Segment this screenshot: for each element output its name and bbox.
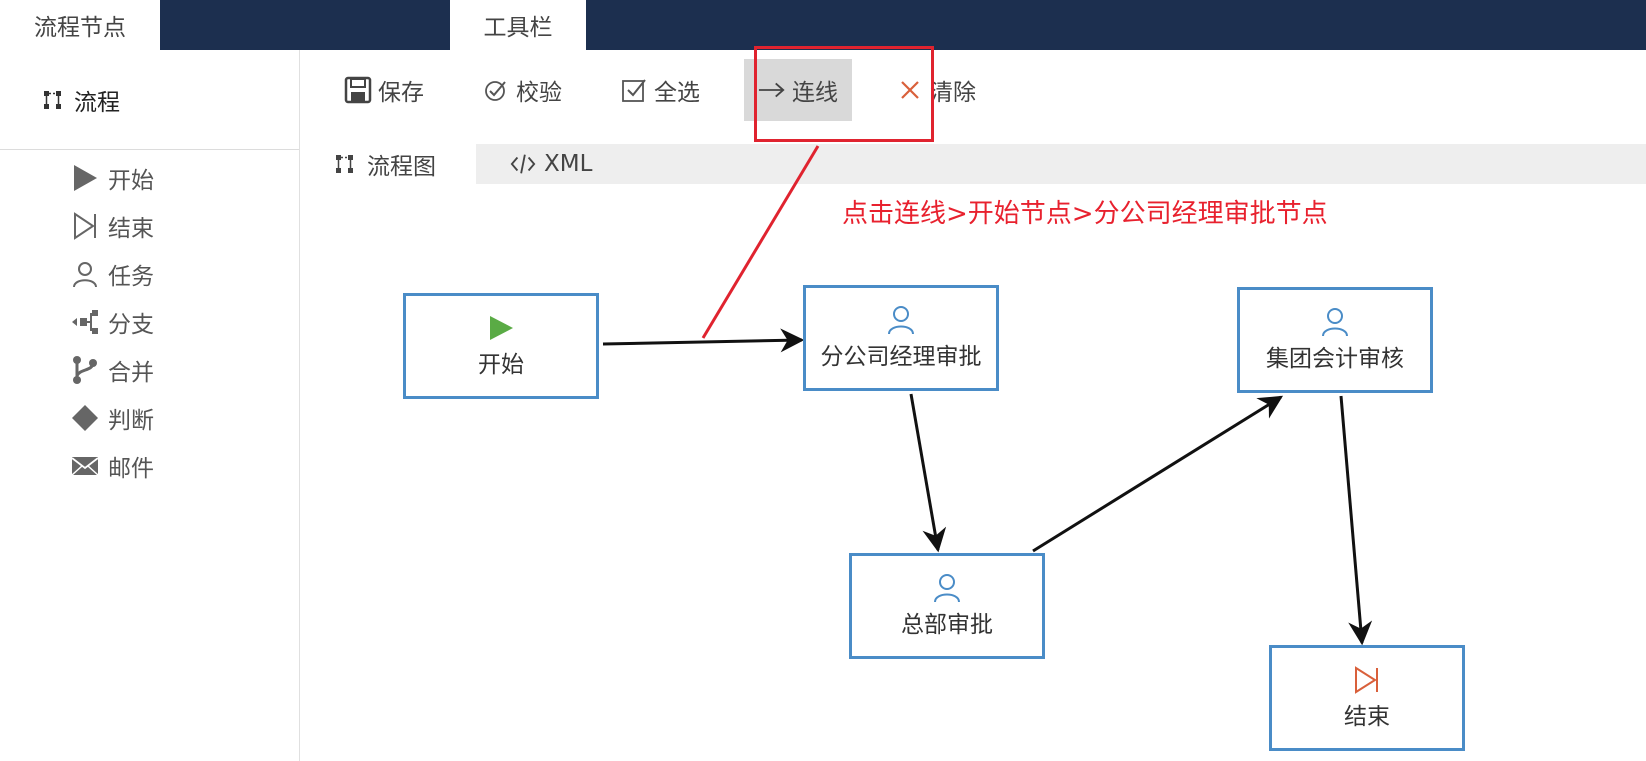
checkbox-icon	[620, 76, 648, 104]
view-tabs-bar	[476, 144, 1646, 184]
tab-toolbar[interactable]: 工具栏	[450, 0, 586, 50]
node-start-label: 开始	[478, 352, 524, 378]
clear-button[interactable]: 清除	[882, 59, 990, 121]
save-icon	[344, 76, 372, 104]
palette-item-label: 邮件	[108, 456, 154, 482]
sidebar-title: 流程	[74, 89, 120, 116]
view-tabs: 流程图 XML	[300, 144, 1646, 184]
flow-icon	[42, 88, 66, 112]
tab-flow-chart-label: 流程图	[367, 154, 436, 180]
tab-flow-chart[interactable]: 流程图	[333, 144, 473, 184]
palette-item-mail[interactable]: 邮件	[70, 442, 154, 490]
palette-item-label: 任务	[108, 264, 154, 290]
code-icon	[510, 151, 536, 177]
connect-label: 连线	[792, 80, 838, 106]
palette-item-label: 判断	[108, 408, 154, 434]
fork-icon	[70, 307, 100, 337]
tab-flow-nodes[interactable]: 流程节点	[0, 0, 160, 50]
play-icon	[487, 313, 515, 343]
node-branch-manager-label: 分公司经理审批	[820, 344, 982, 370]
end-icon	[1353, 665, 1381, 695]
user-icon	[886, 305, 916, 335]
palette-item-label: 开始	[108, 168, 154, 194]
save-label: 保存	[378, 80, 424, 106]
toolbar: 保存 校验 全选 连线 清除	[330, 58, 1020, 122]
validate-button[interactable]: 校验	[468, 59, 576, 121]
node-group-accounting-review[interactable]: 集团会计审核	[1237, 287, 1433, 393]
node-branch-manager-approval[interactable]: 分公司经理审批	[803, 285, 999, 391]
play-icon	[70, 163, 100, 193]
palette-item-decision[interactable]: 判断	[70, 394, 154, 442]
edge-hq-to-group	[1032, 395, 1284, 553]
sidebar-header[interactable]: 流程	[0, 50, 299, 150]
close-icon	[896, 76, 924, 104]
user-icon	[932, 573, 962, 603]
tab-xml[interactable]: XML	[510, 144, 592, 184]
palette-item-fork[interactable]: 分支	[70, 298, 154, 346]
palette-item-label: 分支	[108, 312, 154, 338]
user-icon	[1320, 307, 1350, 337]
merge-icon	[70, 355, 100, 385]
tab-flow-nodes-label: 流程节点	[34, 15, 126, 41]
validate-label: 校验	[516, 80, 562, 106]
tab-xml-label: XML	[544, 151, 593, 177]
clear-label: 清除	[930, 80, 976, 106]
arrow-right-icon	[758, 76, 786, 104]
flow-icon	[333, 151, 359, 177]
save-button[interactable]: 保存	[330, 59, 438, 121]
highlight-connect-box	[754, 46, 934, 142]
connect-button[interactable]: 连线	[744, 59, 852, 121]
check-circle-icon	[482, 76, 510, 104]
select-all-label: 全选	[654, 80, 700, 106]
palette-item-end[interactable]: 结束	[70, 202, 154, 250]
node-palette-sidebar: 流程 开始 结束 任务 分支	[0, 50, 300, 761]
mail-icon	[70, 451, 100, 481]
node-end-label: 结束	[1344, 704, 1390, 730]
palette-item-task[interactable]: 任务	[70, 250, 154, 298]
palette-list: 开始 结束 任务 分支 合并	[70, 154, 154, 490]
palette-item-label: 结束	[108, 216, 154, 242]
edge-group-to-end	[1339, 395, 1373, 646]
top-header	[0, 0, 1646, 50]
palette-item-merge[interactable]: 合并	[70, 346, 154, 394]
user-icon	[70, 259, 100, 289]
palette-item-start[interactable]: 开始	[70, 154, 154, 202]
edge-branch-to-hq	[909, 393, 947, 553]
node-start[interactable]: 开始	[403, 293, 599, 399]
annotation-hint: 点击连线>开始节点>分公司经理审批节点	[842, 199, 1328, 229]
tab-toolbar-label: 工具栏	[483, 15, 553, 41]
end-icon	[70, 211, 100, 241]
select-all-button[interactable]: 全选	[606, 59, 714, 121]
node-end[interactable]: 结束	[1269, 645, 1465, 751]
node-hq-approval[interactable]: 总部审批	[849, 553, 1045, 659]
node-hq-label: 总部审批	[901, 612, 993, 638]
node-group-accounting-label: 集团会计审核	[1266, 346, 1404, 372]
palette-item-label: 合并	[108, 360, 154, 386]
diamond-icon	[70, 403, 100, 433]
edge-start-to-branch	[602, 328, 805, 353]
